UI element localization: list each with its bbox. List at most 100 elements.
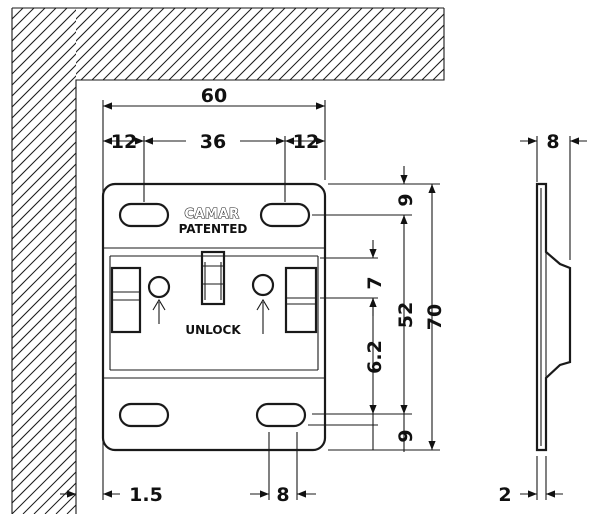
- hatch-line: [322, 8, 396, 80]
- hatch-line: [12, 317, 76, 383]
- hatch-line: [91, 8, 165, 80]
- profile-extension-bottom: [536, 456, 547, 500]
- hatch-line: [76, 8, 99, 31]
- hatch-line: [12, 350, 76, 416]
- hatch-line: [421, 57, 444, 80]
- hatch-line: [366, 8, 440, 80]
- hatch-line: [12, 185, 76, 251]
- dim-lock-height: 7: [364, 276, 386, 289]
- lock-block-right: [284, 266, 318, 334]
- slot-bottom-left: [118, 402, 170, 428]
- hatch-line: [12, 339, 76, 405]
- extension-lines: [65, 100, 440, 500]
- horizontal-dimensions: 60 12 36 12 1.5 8: [60, 85, 325, 506]
- hatch-line: [76, 8, 132, 64]
- hatch-line: [201, 8, 275, 80]
- patented-label: PATENTED: [179, 222, 248, 236]
- hatch-line: [12, 75, 76, 141]
- lock-hole-left: [147, 275, 171, 299]
- hatch-line: [234, 8, 308, 80]
- plate-side-profile: 8 2: [498, 131, 587, 506]
- hatch-line: [12, 438, 76, 504]
- lock-block-left-detail: [112, 291, 140, 301]
- profile-extension-top: [536, 136, 571, 260]
- hatch-line: [12, 8, 13, 9]
- hatch-line: [12, 240, 76, 306]
- central-catch: [200, 250, 226, 306]
- slot-bottom-right: [255, 402, 307, 428]
- hatch-line: [124, 8, 198, 80]
- hatch-line: [22, 460, 76, 514]
- hatch-line: [12, 394, 76, 460]
- profile-outline: [535, 182, 572, 452]
- hatch-line: [12, 64, 76, 130]
- hatch-line: [76, 8, 143, 75]
- hatch-line: [168, 8, 242, 80]
- dim-left-offset: 12: [111, 131, 137, 153]
- dim-bottom-slot: 9: [395, 429, 417, 442]
- hatch-line: [12, 361, 76, 427]
- hatch-line: [76, 8, 88, 20]
- hatch-line: [12, 86, 76, 152]
- central-catch-detail: [202, 262, 224, 300]
- hatch-line: [333, 8, 407, 80]
- hatch-line: [12, 416, 76, 482]
- unlock-label: UNLOCK: [185, 323, 241, 337]
- dim-lower-gap: 6.2: [364, 340, 386, 374]
- hatch-line: [12, 383, 76, 449]
- hatch-line: [76, 8, 77, 9]
- dim-sheet-thickness: 2: [498, 484, 511, 506]
- dim-slot-spacing: 36: [200, 131, 226, 153]
- hatch-line: [179, 8, 253, 80]
- hatch-line: [12, 207, 76, 273]
- hatch-line: [55, 493, 76, 514]
- hatch-line: [80, 8, 154, 80]
- wall-section: [11, 7, 584, 514]
- hatch-line: [12, 273, 76, 339]
- hatch-line: [12, 141, 76, 207]
- wall-hatch-horizontal: [76, 8, 444, 80]
- hatch-line: [300, 8, 374, 80]
- vertical-dimensions: 70 52 9 7 6.2 9: [364, 166, 446, 452]
- wall-hatch-vertical: [12, 8, 584, 514]
- hatch-line: [12, 119, 76, 185]
- hatch-line: [256, 8, 330, 80]
- hatch-line: [76, 8, 110, 42]
- hatch-line: [113, 8, 187, 80]
- dim-total-width: 60: [201, 85, 227, 107]
- hatch-line: [12, 405, 76, 471]
- hatch-line: [311, 8, 385, 80]
- hatch-line: [135, 8, 209, 80]
- hatch-line: [12, 196, 76, 262]
- hatch-line: [223, 8, 297, 80]
- dim-wall-gap: 1.5: [129, 484, 163, 506]
- hatch-line: [245, 8, 319, 80]
- hatch-line: [12, 229, 76, 295]
- hatch-line: [344, 8, 418, 80]
- slot-top-right: [259, 202, 311, 228]
- hatch-line: [66, 504, 76, 514]
- hatch-line: [12, 97, 76, 163]
- dim-profile-depth: 8: [546, 131, 559, 153]
- hatch-line: [157, 8, 231, 80]
- hatch-line: [410, 46, 444, 80]
- slot-top-left: [118, 202, 170, 228]
- hatch-line: [12, 8, 57, 53]
- hatch-line: [12, 328, 76, 394]
- mounting-plate-front-view: CAMAR PATENTED UNLOCK: [101, 182, 327, 452]
- hatch-line: [12, 262, 76, 328]
- plateau-sides: [109, 256, 319, 370]
- arrow-icon: [256, 298, 270, 334]
- extension-slot-width: [268, 432, 298, 500]
- hatch-line: [12, 372, 76, 438]
- hatch-line: [267, 8, 341, 80]
- lock-hole-right: [251, 273, 275, 297]
- arrow-icon: [152, 298, 166, 324]
- hatch-line: [289, 8, 363, 80]
- hatch-line: [12, 42, 76, 108]
- hatch-line: [190, 8, 264, 80]
- hatch-line: [212, 8, 286, 80]
- hatch-line: [12, 449, 76, 514]
- hatch-line: [12, 284, 76, 350]
- hatch-line: [78, 8, 584, 514]
